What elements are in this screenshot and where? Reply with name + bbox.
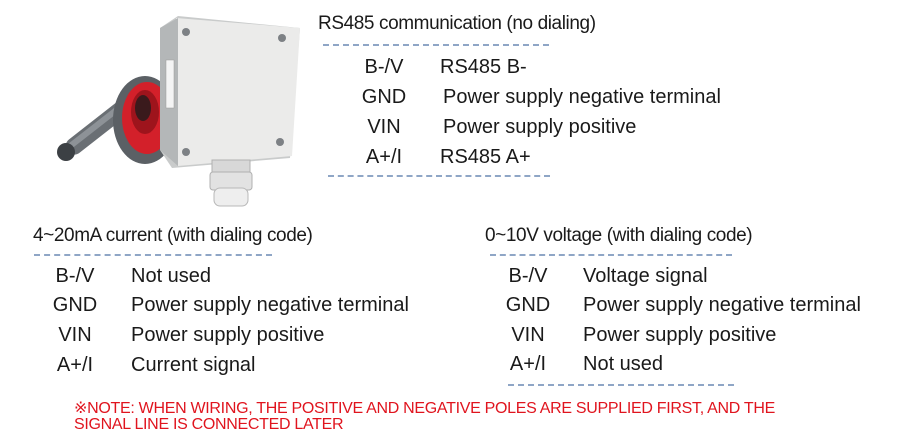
- table-row: A+/I Current signal: [45, 354, 256, 377]
- pin-label: A+/I: [56, 354, 94, 376]
- table-row: A+/I Not used: [498, 353, 663, 376]
- table-row: VIN Power supply positive: [498, 324, 776, 347]
- rs485-bottom-divider: [328, 175, 550, 177]
- pin-description: RS485 A+: [440, 146, 531, 168]
- table-row: GND Power supply negative terminal: [354, 86, 721, 109]
- pin-label: B-/V: [55, 265, 95, 287]
- pin-description: Power supply positive: [131, 324, 325, 346]
- pin-description: Current signal: [131, 354, 256, 376]
- wiring-note-line-1: ※NOTE: WHEN WIRING, THE POSITIVE AND NEG…: [74, 400, 775, 417]
- pin-description: Not used: [131, 265, 212, 287]
- pin-description: Power supply negative terminal: [131, 294, 409, 316]
- pin-label: GND: [361, 86, 407, 108]
- pin-label: GND: [52, 294, 98, 316]
- pin-label: B-/V: [508, 265, 548, 287]
- voltage-top-divider: [490, 254, 732, 256]
- pin-description: Power supply positive: [443, 116, 637, 138]
- pin-description: Power supply positive: [583, 324, 777, 346]
- rs485-title: RS485 communication (no dialing): [318, 13, 596, 34]
- table-row: GND Power supply negative terminal: [498, 294, 861, 317]
- pin-label: VIN: [367, 116, 401, 138]
- current-title: 4~20mA current (with dialing code): [33, 225, 313, 246]
- pin-label: GND: [505, 294, 551, 316]
- pin-description: Power supply negative terminal: [583, 294, 861, 316]
- sensor-device-image: [57, 16, 300, 207]
- pin-label: B-/V: [364, 56, 404, 78]
- table-row: GND Power supply negative terminal: [45, 294, 409, 317]
- pin-label: A+/I: [509, 353, 547, 375]
- wiring-note: ※NOTE: WHEN WIRING, THE POSITIVE AND NEG…: [74, 401, 775, 433]
- pin-description: Power supply negative terminal: [443, 86, 721, 108]
- cable-gland: [209, 159, 253, 207]
- table-row: A+/I RS485 A+: [354, 146, 531, 169]
- voltage-bottom-divider: [508, 384, 734, 386]
- current-top-divider: [34, 254, 272, 256]
- pin-description: Not used: [583, 353, 664, 375]
- pin-description: Voltage signal: [583, 265, 708, 287]
- enclosure-box: [160, 16, 300, 168]
- pin-label: VIN: [58, 324, 92, 346]
- pin-description: RS485 B-: [440, 56, 527, 78]
- table-row: VIN Power supply positive: [354, 116, 636, 139]
- wiring-note-line-2: SIGNAL LINE IS CONNECTED LATER: [74, 416, 344, 433]
- pin-label: VIN: [511, 324, 545, 346]
- table-row: B-/V RS485 B-: [354, 56, 527, 79]
- table-row: B-/V Not used: [45, 265, 212, 288]
- table-row: B-/V Voltage signal: [498, 265, 708, 288]
- table-row: VIN Power supply positive: [45, 324, 324, 347]
- pin-label: A+/I: [365, 146, 403, 168]
- voltage-title: 0~10V voltage (with dialing code): [485, 225, 753, 246]
- rs485-top-divider: [323, 44, 549, 46]
